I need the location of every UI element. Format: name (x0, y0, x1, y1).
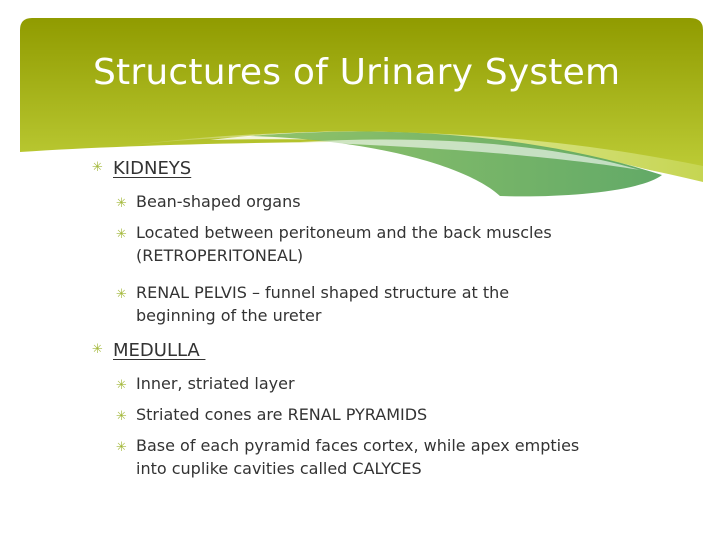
asterisk-bullet-icon: ✳ (116, 196, 127, 211)
sub-bullet-text: Base of each pyramid faces cortex, while… (136, 436, 580, 478)
title-banner (20, 18, 703, 198)
sub-bullet-text: Striated cones are RENAL PYRAMIDS (136, 405, 428, 424)
asterisk-bullet-icon: ✳ (116, 227, 127, 242)
sub-bullet-text: Bean-shaped organs (136, 192, 301, 211)
section-heading: KIDNEYS (113, 158, 192, 179)
asterisk-bullet-icon: ✳ (116, 378, 127, 393)
asterisk-bullet-icon: ✳ (92, 160, 103, 175)
sub-bullet-text: Inner, striated layer (136, 374, 295, 393)
slide-title: Structures of Urinary System (93, 52, 621, 93)
asterisk-bullet-icon: ✳ (116, 440, 127, 455)
section-heading: MEDULLA (113, 340, 206, 361)
asterisk-bullet-icon: ✳ (92, 342, 103, 357)
asterisk-bullet-icon: ✳ (116, 287, 127, 302)
sub-bullet-text: RENAL PELVIS – funnel shaped structure a… (136, 283, 510, 325)
sub-bullet-text: Located between peritoneum and the back … (136, 223, 552, 265)
asterisk-bullet-icon: ✳ (116, 409, 127, 424)
